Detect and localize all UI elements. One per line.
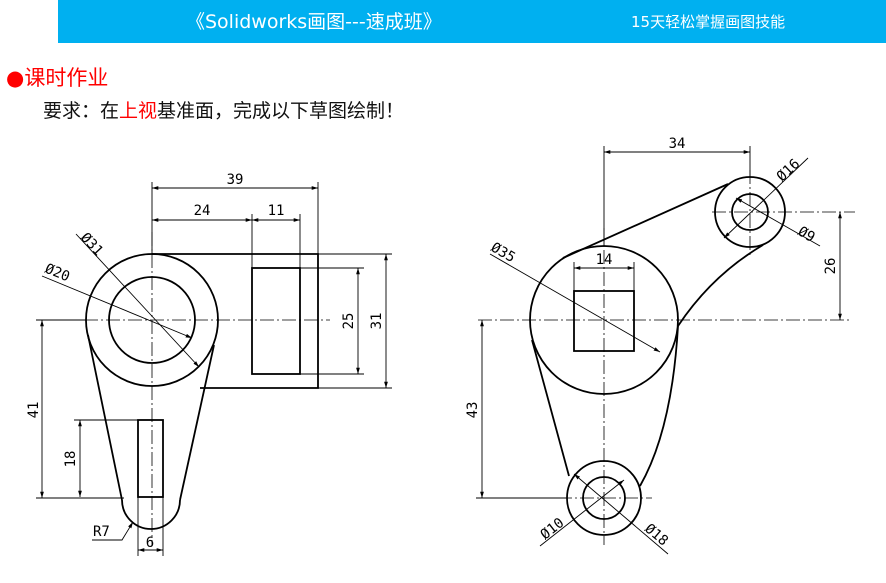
left-arm-edge-right <box>179 344 215 501</box>
dim-phi18-label: Ø18 <box>641 521 671 550</box>
left-small-slot <box>137 419 164 498</box>
left-boss-outline <box>152 253 319 389</box>
dim-phi10-label: Ø10 <box>538 515 568 543</box>
dim-r7-label: R7 <box>93 524 110 540</box>
dim-41-label: 41 <box>26 402 42 419</box>
section-heading: ●课时作业 <box>6 62 108 92</box>
course-title: 《Solidworks画图---速成班》 <box>186 11 442 33</box>
dim-6-label: 6 <box>146 535 154 551</box>
requirement-text: 要求：在上视基准面，完成以下草图绘制！ <box>43 96 404 123</box>
left-inner-circle <box>108 276 196 364</box>
course-subtitle: 15天轻松掌握画图技能 <box>631 13 786 31</box>
dim-phi31-leader <box>75 233 200 368</box>
left-arm-edge-left <box>87 334 123 501</box>
requirement-prefix: 要求：在 <box>43 100 120 122</box>
dim-24-label: 24 <box>194 203 211 219</box>
dim-phi9-label: Ø9 <box>795 224 818 246</box>
dim-25-label: 25 <box>341 313 357 330</box>
requirement-suffix: 基准面，完成以下草图绘制！ <box>157 100 405 122</box>
requirement-highlight: 上视 <box>119 100 158 122</box>
right-top-tangent <box>562 183 729 259</box>
right-drawing: 34 Ø16 Ø9 26 Ø35 14 43 Ø10 Ø18 <box>465 136 855 555</box>
right-bottom-inner-circle <box>582 476 626 520</box>
dim-phi9-leader <box>735 197 821 247</box>
dim-31-label: 31 <box>369 313 385 330</box>
dim-18-label: 18 <box>63 451 79 468</box>
dim-phi18-leader <box>573 473 669 555</box>
dim-26-label: 26 <box>823 258 839 275</box>
right-top-inner-circle <box>731 193 769 231</box>
right-inner-fillet <box>677 244 764 327</box>
dim-phi20-leader <box>41 275 193 339</box>
dim-phi16-label: Ø16 <box>774 156 803 185</box>
dim-phi35-label: Ø35 <box>488 240 518 267</box>
dim-34-label: 34 <box>669 136 686 152</box>
dim-39-label: 39 <box>227 172 244 188</box>
dim-phi10-leader <box>539 479 625 547</box>
dim-11-label: 11 <box>268 203 285 219</box>
dim-phi16-leader <box>723 157 809 239</box>
right-left-tangent <box>531 339 570 477</box>
dim-phi20-label: Ø20 <box>43 261 72 285</box>
left-drawing: 39 24 11 25 31 41 18 6 R7 Ø31 <box>26 172 392 556</box>
bullet-icon: ● <box>6 66 25 90</box>
right-square <box>573 290 635 352</box>
section-title: 课时作业 <box>24 66 109 90</box>
left-arm-end-arc <box>121 499 181 530</box>
dim-phi35-leader <box>489 253 661 353</box>
dim-phi31-label: Ø31 <box>77 230 106 259</box>
left-slot-rect <box>251 267 301 375</box>
dim-14-label: 14 <box>596 252 613 268</box>
header-banner: 《Solidworks画图---速成班》 15天轻松掌握画图技能 <box>58 0 886 43</box>
dim-43-label: 43 <box>465 402 481 419</box>
dim-r7-leader <box>92 521 134 541</box>
right-lower-fillet <box>639 325 679 487</box>
right-bottom-outer-circle <box>566 460 642 536</box>
